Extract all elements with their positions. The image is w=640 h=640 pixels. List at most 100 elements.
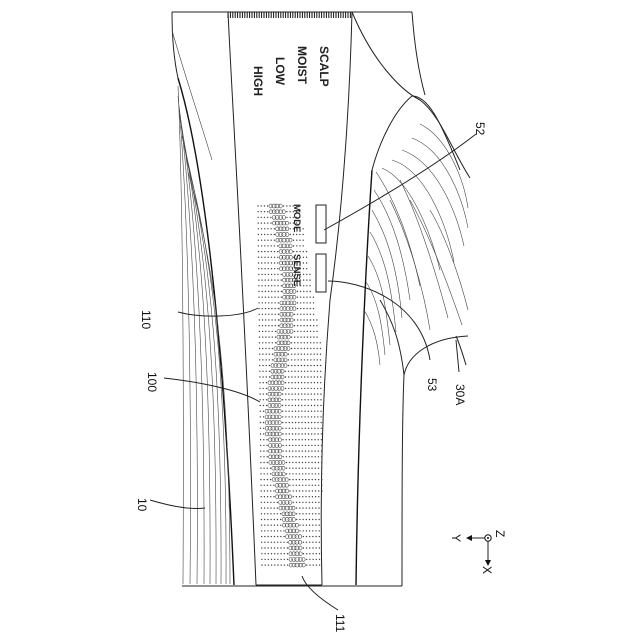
display-dot-mark bbox=[310, 297, 311, 298]
display-dot-mark bbox=[295, 428, 296, 429]
display-dot-mark bbox=[282, 399, 283, 400]
display-dot-mark bbox=[309, 542, 310, 543]
display-dot-mark bbox=[292, 433, 293, 434]
display-dot-mark bbox=[313, 348, 314, 349]
display-dot-mark bbox=[307, 325, 308, 326]
display-dot-mark bbox=[261, 285, 262, 286]
display-dot-mark bbox=[267, 513, 268, 514]
display-dot-mark bbox=[270, 468, 271, 469]
display-dot-mark bbox=[259, 336, 260, 337]
display-dot-mark bbox=[258, 297, 259, 298]
mode-switch[interactable] bbox=[316, 205, 326, 243]
display-dot-mark bbox=[311, 450, 312, 451]
display-dot-mark bbox=[289, 445, 290, 446]
display-dot-mark bbox=[303, 291, 304, 292]
display-dot-mark bbox=[308, 399, 309, 400]
display-dot-mark bbox=[277, 530, 278, 531]
display-dot-mark bbox=[304, 416, 305, 417]
display-dot-mark bbox=[281, 279, 282, 280]
display-dot-mark bbox=[277, 536, 278, 537]
display-dot-mark bbox=[297, 331, 298, 332]
display-dot-mark bbox=[263, 393, 264, 394]
display-dot-mark bbox=[275, 319, 276, 320]
display-dot-mark bbox=[288, 354, 289, 355]
display-dot-mark bbox=[311, 462, 312, 463]
display-dot-mark bbox=[264, 268, 265, 269]
display-dot-mark bbox=[304, 393, 305, 394]
display-dot-mark bbox=[281, 285, 282, 286]
display-dot-mark bbox=[268, 559, 269, 560]
display-dot-mark bbox=[293, 240, 294, 241]
display-dot-mark bbox=[308, 473, 309, 474]
display-dot-mark bbox=[301, 416, 302, 417]
display-dot-mark bbox=[291, 336, 292, 337]
display-dot-mark bbox=[259, 331, 260, 332]
display-dot-mark bbox=[271, 274, 272, 275]
display-dot-mark bbox=[281, 274, 282, 275]
display-dot-mark bbox=[314, 376, 315, 377]
display-dot-mark bbox=[301, 348, 302, 349]
display-dot-mark bbox=[297, 336, 298, 337]
display-dot-mark bbox=[261, 222, 262, 223]
display-dot-mark bbox=[301, 359, 302, 360]
display-dot-mark bbox=[317, 405, 318, 406]
display-dot-mark bbox=[296, 485, 297, 486]
display-dot-mark bbox=[306, 302, 307, 303]
display-dot-mark bbox=[316, 331, 317, 332]
display-dot-mark bbox=[305, 462, 306, 463]
display-dot-mark bbox=[299, 519, 300, 520]
display-dot-mark bbox=[302, 439, 303, 440]
display-dot-mark bbox=[294, 354, 295, 355]
top-grille bbox=[228, 12, 350, 18]
display-dot-mark bbox=[263, 399, 264, 400]
display-dot-mark bbox=[262, 376, 263, 377]
display-dot-mark bbox=[291, 393, 292, 394]
display-dot-mark bbox=[301, 411, 302, 412]
display-dot-mark bbox=[308, 445, 309, 446]
display-dot-mark bbox=[301, 405, 302, 406]
display-dot-mark bbox=[294, 342, 295, 343]
display-dot-mark bbox=[265, 331, 266, 332]
ref-label-110: 110 bbox=[139, 310, 153, 329]
display-dot-mark bbox=[277, 268, 278, 269]
display-dot-mark bbox=[261, 245, 262, 246]
display-dot-mark bbox=[312, 502, 313, 503]
display-dot-mark bbox=[307, 371, 308, 372]
display-dot-mark bbox=[313, 564, 314, 565]
sense-switch[interactable] bbox=[316, 254, 326, 292]
display-dot-mark bbox=[263, 382, 264, 383]
display-dot-mark bbox=[297, 279, 298, 280]
display-dot-mark bbox=[300, 268, 301, 269]
display-dot-mark bbox=[263, 445, 264, 446]
display-dot-mark bbox=[285, 388, 286, 389]
display-dot-mark bbox=[287, 547, 288, 548]
display-dot-mark bbox=[300, 274, 301, 275]
display-dot-mark bbox=[319, 559, 320, 560]
display-dot-mark bbox=[317, 399, 318, 400]
display-dot-mark bbox=[289, 211, 290, 212]
display-dot-mark bbox=[320, 393, 321, 394]
display-dot-mark bbox=[315, 542, 316, 543]
display-dot-mark bbox=[290, 222, 291, 223]
display-dot-mark bbox=[316, 319, 317, 320]
display-dot-mark bbox=[306, 553, 307, 554]
display-dot-mark bbox=[317, 416, 318, 417]
display-dot-mark bbox=[289, 473, 290, 474]
display-dot-mark bbox=[280, 553, 281, 554]
display-dot-mark bbox=[306, 297, 307, 298]
display-dot-mark bbox=[310, 314, 311, 315]
display-dot-mark bbox=[306, 530, 307, 531]
display-dot-mark bbox=[261, 536, 262, 537]
display-dot-mark bbox=[258, 257, 259, 258]
display-dot-mark bbox=[294, 331, 295, 332]
display-dot-mark bbox=[316, 336, 317, 337]
display-dot-mark bbox=[290, 228, 291, 229]
display-dot-mark bbox=[274, 240, 275, 241]
display-dot-mark bbox=[314, 411, 315, 412]
display-dot-mark bbox=[309, 285, 310, 286]
display-dot-mark bbox=[314, 428, 315, 429]
display-dot-mark bbox=[300, 302, 301, 303]
display-dot-mark bbox=[310, 308, 311, 309]
display-dot-mark bbox=[317, 428, 318, 429]
display-dot-mark bbox=[313, 302, 314, 303]
